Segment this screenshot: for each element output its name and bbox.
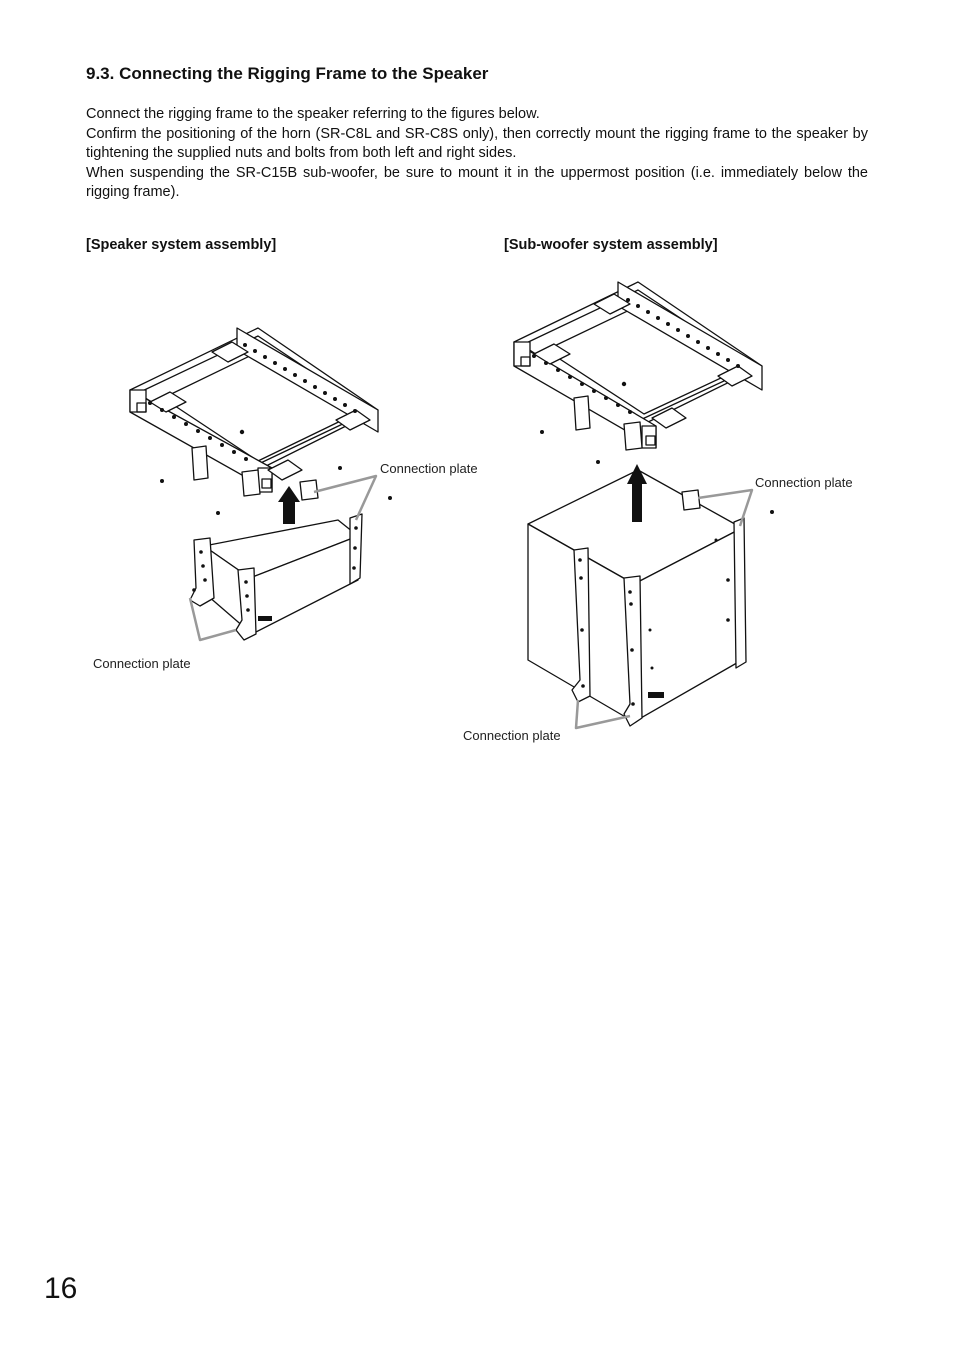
assembly-illustrations: Connection plate Connection plate Connec… [93, 281, 853, 743]
lift-arrow [627, 464, 647, 522]
subwoofer-assembly-title: [Sub-woofer system assembly] [504, 237, 718, 253]
callout-connection-plate: Connection plate [380, 461, 478, 476]
paragraph: When suspending the SR-C15B sub-woofer, … [86, 164, 868, 201]
callout-connection-plate: Connection plate [755, 475, 853, 490]
paragraph: Confirm the positioning of the horn (SR-… [86, 125, 868, 162]
rigging-frame [129, 327, 392, 515]
speaker-cabinet [189, 479, 363, 641]
subwoofer-cabinet [527, 469, 747, 727]
speaker-assembly-illustration [129, 327, 392, 642]
paragraph: Connect the rigging frame to the speaker… [86, 106, 540, 122]
subwoofer-assembly-illustration [513, 281, 774, 730]
callout-leaders [188, 474, 378, 642]
lift-arrow [278, 486, 300, 524]
page-number: 16 [44, 1272, 78, 1305]
section-heading: 9.3. Connecting the Rigging Frame to the… [86, 64, 489, 83]
speaker-assembly-title: [Speaker system assembly] [86, 237, 277, 253]
callout-connection-plate: Connection plate [463, 728, 561, 743]
rigging-frame [513, 281, 774, 516]
callout-leaders [574, 488, 754, 730]
body-text: Connect the rigging frame to the speaker… [86, 105, 868, 203]
callout-connection-plate: Connection plate [93, 656, 191, 671]
